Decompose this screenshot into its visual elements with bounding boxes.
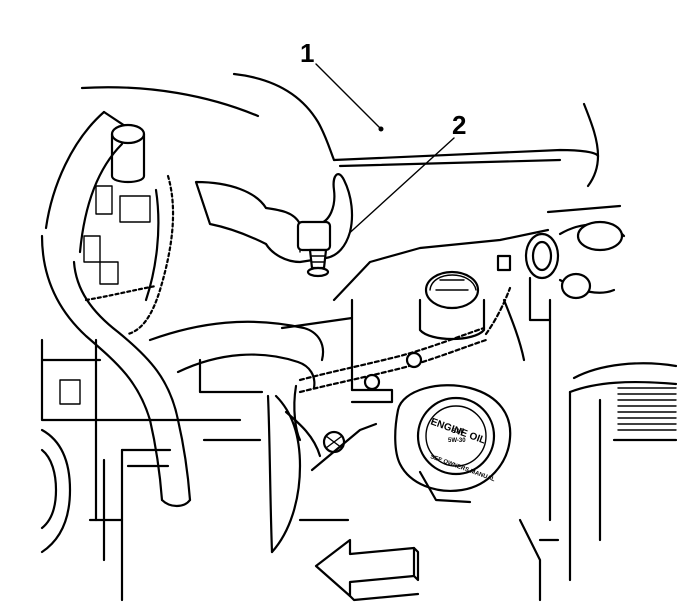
- sensor-cylinder: [110, 123, 146, 184]
- callout-label-2: 2: [452, 110, 466, 140]
- direction-arrow-left-icon: [314, 538, 420, 602]
- center-pulley: [266, 394, 378, 554]
- leader-line-1: [315, 63, 381, 129]
- callout-label-1: 1: [300, 38, 314, 68]
- fastener-2: [308, 248, 328, 270]
- upper-background: [80, 72, 622, 214]
- hand-with-tool: [194, 173, 354, 278]
- engine-block: [40, 228, 550, 602]
- oil-filler-cap: ENGINE OIL SAE 5W-30 SEE OWNERS MANUAL: [394, 384, 512, 504]
- hose-fitting-right: [496, 220, 626, 542]
- oil-cap-text-line2: SAE: [452, 429, 464, 435]
- oil-cap-text-line3: 5W-30: [448, 438, 466, 444]
- wiring-harness-center: [293, 286, 526, 442]
- pulley-left: [40, 428, 72, 554]
- air-cleaner-cover: [518, 362, 677, 602]
- socket-tool: [296, 220, 332, 252]
- coolant-hose: [40, 110, 325, 508]
- reservoir-cap: [418, 270, 486, 340]
- callout-1: 1: [300, 38, 384, 132]
- wiring-harness-left: [83, 174, 175, 336]
- leader-dot-1: [378, 126, 384, 132]
